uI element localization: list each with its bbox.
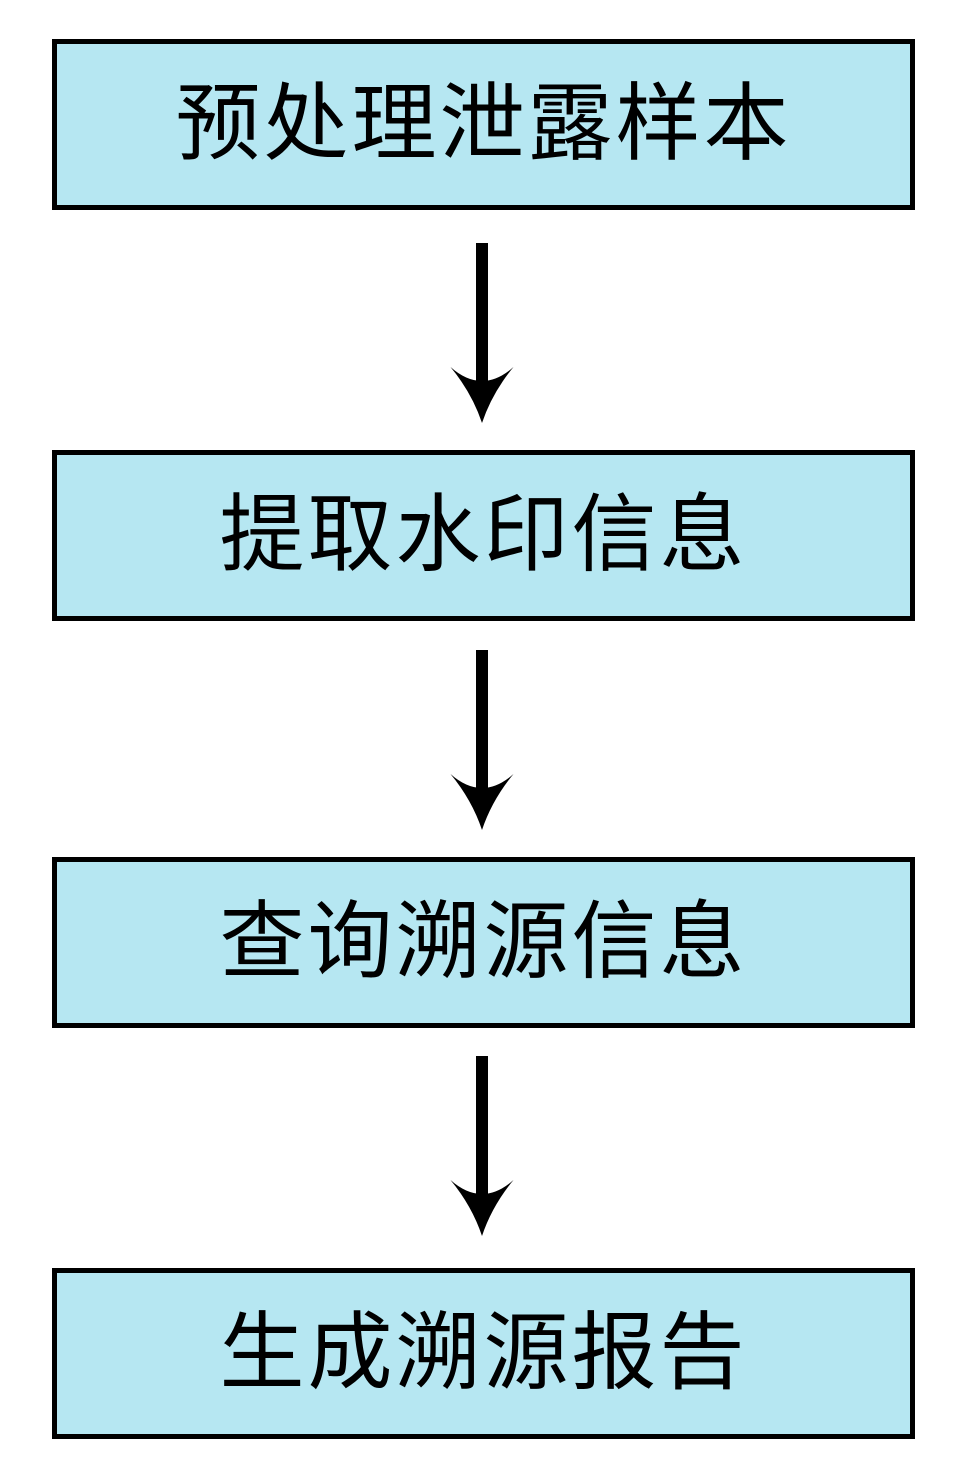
flow-step-label: 提取水印信息: [219, 488, 748, 583]
arrow-down-icon: [447, 243, 517, 423]
flow-step-label: 预处理泄露样本: [175, 77, 792, 172]
flow-step-label: 查询溯源信息: [219, 895, 748, 990]
flow-step-query-traceability-info: 查询溯源信息: [52, 857, 915, 1028]
flow-step-generate-traceability-report: 生成溯源报告: [52, 1268, 915, 1439]
flow-step-preprocess-leaked-sample: 预处理泄露样本: [52, 39, 915, 210]
arrow-down-icon: [447, 650, 517, 830]
flow-step-label: 生成溯源报告: [219, 1306, 748, 1401]
flow-step-extract-watermark-info: 提取水印信息: [52, 450, 915, 621]
arrow-down-icon: [447, 1056, 517, 1236]
